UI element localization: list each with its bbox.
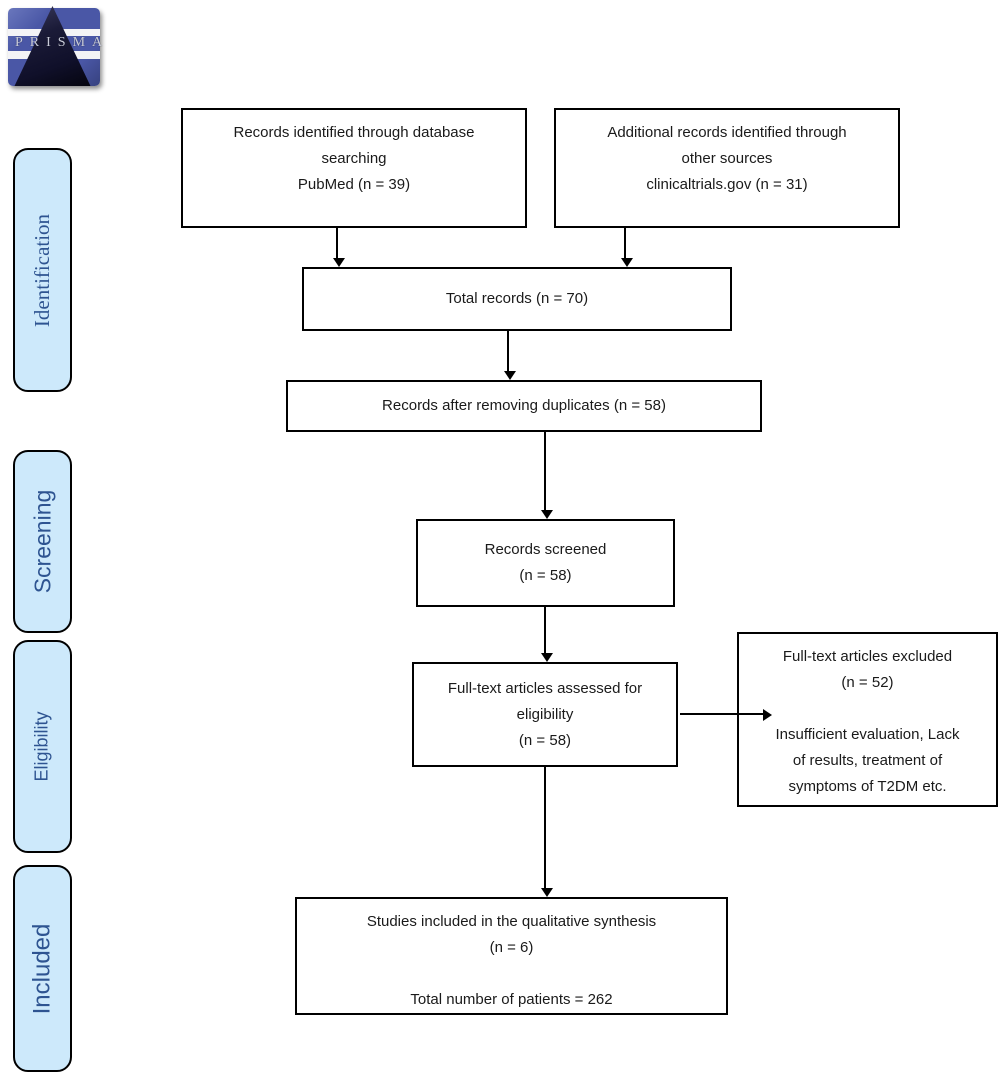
prisma-logo-text: PRISMA xyxy=(15,35,110,50)
flow-box-records-identified-database: Records identified through database sear… xyxy=(181,108,527,228)
arrow-fulltext-to-included xyxy=(541,767,553,897)
prisma-logo: PRISMA xyxy=(8,6,110,86)
flow-box-fulltext-excluded: Full-text articles excluded (n = 52) Ins… xyxy=(737,632,998,807)
arrow-database-to-total xyxy=(333,228,345,267)
arrow-deduplicated-to-screened xyxy=(541,432,553,519)
phase-identification-label: Identification xyxy=(30,213,54,327)
arrow-total-to-deduplicated xyxy=(504,331,516,380)
arrow-fulltext-to-excluded xyxy=(680,709,772,721)
phase-eligibility-label: Eligibility xyxy=(32,711,52,782)
flow-box-total-records-text: Total records (n = 70) xyxy=(445,290,589,307)
flow-box-records-screened: Records screened (n = 58) xyxy=(416,519,675,607)
flow-box-total-records: Total records (n = 70) xyxy=(302,267,732,331)
flow-box-records-after-duplicates-removed-text: Records after removing duplicates (n = 5… xyxy=(382,397,666,414)
flow-box-fulltext-excluded-text: Full-text articles excluded (n = 52) Ins… xyxy=(775,648,960,795)
flow-box-fulltext-assessed-text: Full-text articles assessed for eligibil… xyxy=(447,679,643,749)
arrow-other-sources-to-total xyxy=(621,228,633,267)
arrow-screened-to-fulltext xyxy=(541,607,553,662)
flow-box-records-after-duplicates-removed: Records after removing duplicates (n = 5… xyxy=(286,380,762,432)
flow-box-additional-records-other-sources-text: Additional records identified through ot… xyxy=(607,124,847,193)
phase-included: Included xyxy=(13,865,72,1072)
flow-box-additional-records-other-sources: Additional records identified through ot… xyxy=(554,108,900,228)
flow-box-records-identified-database-text: Records identified through database sear… xyxy=(233,124,475,193)
phase-screening-label: Screening xyxy=(29,489,56,594)
flow-box-studies-included-text: Studies included in the qualitative synt… xyxy=(366,913,657,1008)
flow-box-fulltext-assessed: Full-text articles assessed for eligibil… xyxy=(412,662,678,767)
phase-eligibility: Eligibility xyxy=(13,640,72,853)
flow-box-records-screened-text: Records screened (n = 58) xyxy=(484,541,607,584)
flow-box-studies-included: Studies included in the qualitative synt… xyxy=(295,897,728,1015)
phase-identification: Identification xyxy=(13,148,72,392)
phase-included-label: Included xyxy=(28,923,56,1014)
phase-screening: Screening xyxy=(13,450,72,633)
